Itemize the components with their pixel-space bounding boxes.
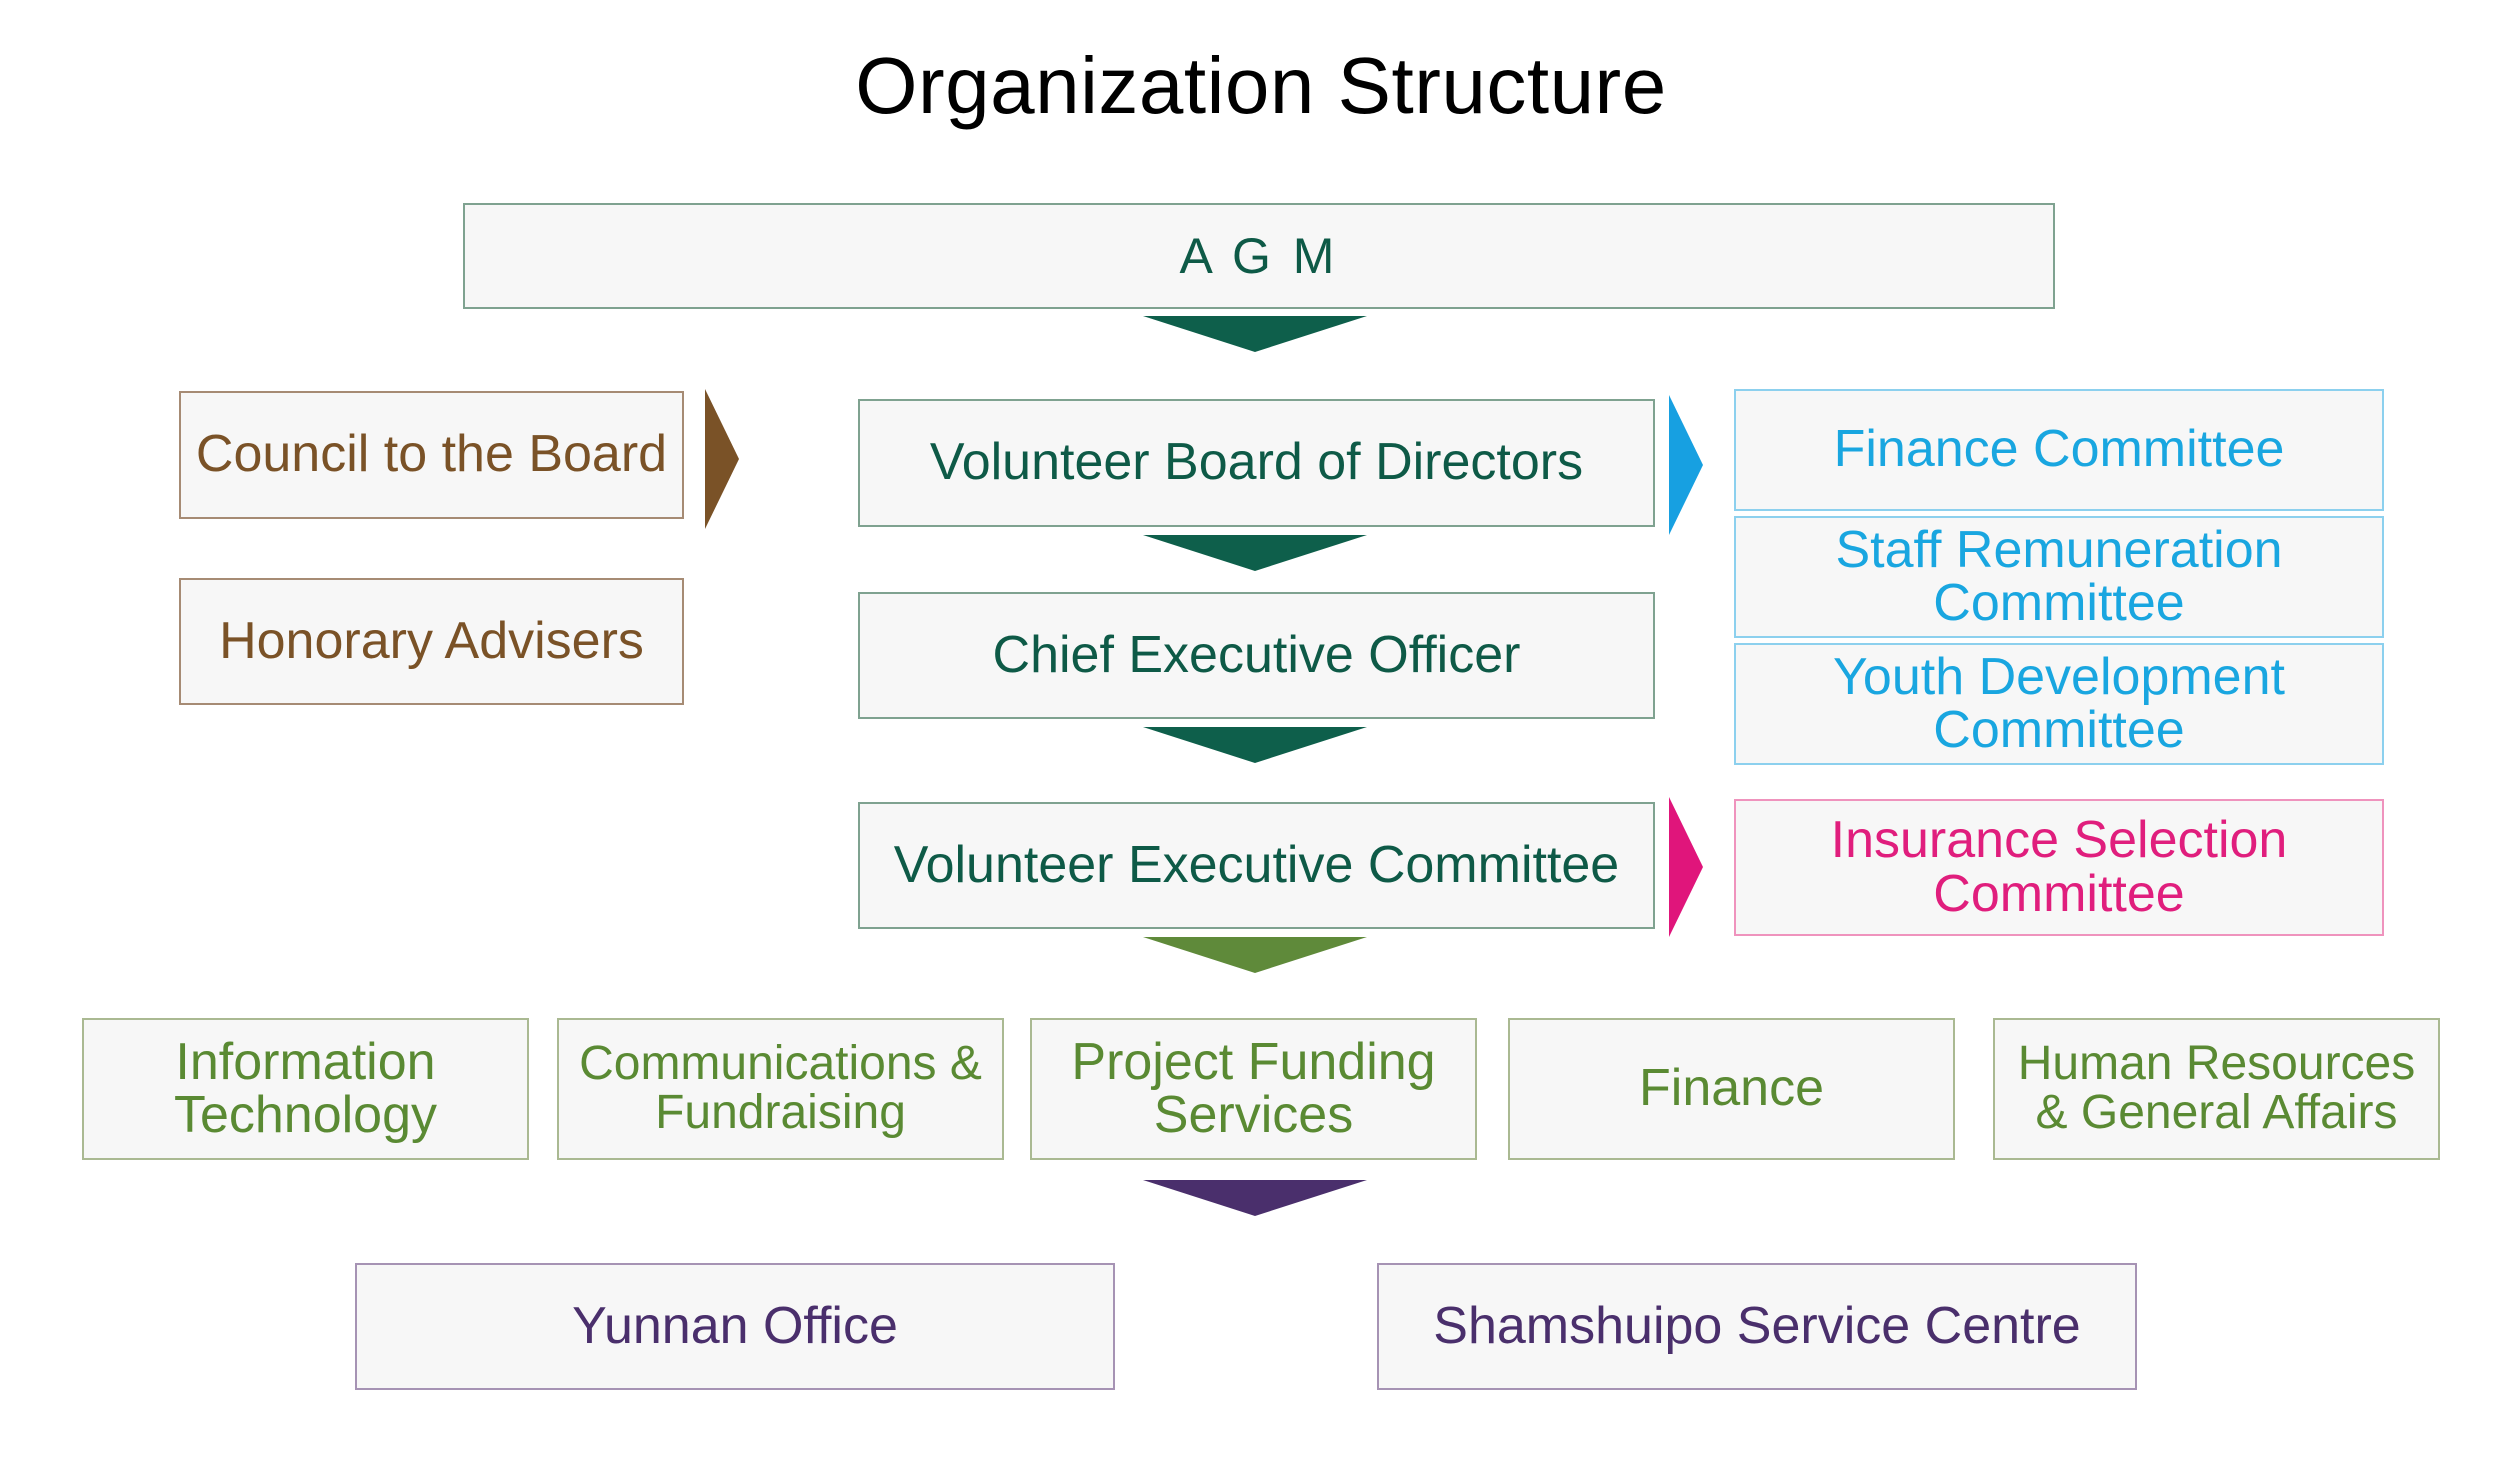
yunnan-office-label: Yunnan Office bbox=[572, 1296, 898, 1355]
arrow-down-icon bbox=[1143, 727, 1367, 763]
board-of-directors-box: Volunteer Board of Directors bbox=[858, 399, 1655, 527]
council-to-board-box: Council to the Board bbox=[179, 391, 684, 519]
information-technology-box: Information Technology bbox=[82, 1018, 529, 1160]
project-funding-line1: Project Funding bbox=[1071, 1032, 1436, 1091]
honorary-advisers-box: Honorary Advisers bbox=[179, 578, 684, 705]
project-funding-box: Project Funding Services bbox=[1030, 1018, 1477, 1160]
staff-remuneration-box: Staff Remuneration Committee bbox=[1734, 516, 2384, 638]
communications-line2: Fundraising bbox=[655, 1086, 906, 1139]
shamshuipo-box: Shamshuipo Service Centre bbox=[1377, 1263, 2137, 1390]
shamshuipo-label: Shamshuipo Service Centre bbox=[1433, 1296, 2081, 1355]
insurance-selection-line1: Insurance Selection bbox=[1830, 811, 2288, 870]
staff-remuneration-line1: Staff Remuneration bbox=[1835, 520, 2283, 579]
finance-committee-label: Finance Committee bbox=[1833, 420, 2285, 479]
finance-box: Finance bbox=[1508, 1018, 1955, 1160]
yunnan-office-box: Yunnan Office bbox=[355, 1263, 1115, 1390]
agm-box: A G M bbox=[463, 203, 2055, 309]
executive-committee-box: Volunteer Executive Committee bbox=[858, 802, 1655, 929]
ceo-label: Chief Executive Officer bbox=[992, 625, 1521, 684]
arrow-right-icon bbox=[1669, 797, 1703, 937]
board-of-directors-label: Volunteer Board of Directors bbox=[929, 433, 1584, 492]
staff-remuneration-line2: Committee bbox=[1933, 574, 2185, 632]
human-resources-box: Human Resources & General Affairs bbox=[1993, 1018, 2440, 1160]
page-title: Organization Structure bbox=[855, 41, 1667, 130]
arrow-down-icon bbox=[1143, 535, 1367, 571]
arrow-down-icon bbox=[1143, 316, 1367, 352]
insurance-selection-line2: Committee bbox=[1933, 864, 2185, 923]
ceo-box: Chief Executive Officer bbox=[858, 592, 1655, 719]
arrow-right-icon bbox=[705, 389, 739, 529]
communications-box: Communications & Fundraising bbox=[557, 1018, 1004, 1160]
agm-label: A G M bbox=[1179, 227, 1339, 284]
youth-development-line2: Committee bbox=[1933, 701, 2185, 759]
information-technology-line2: Technology bbox=[173, 1086, 438, 1144]
information-technology-line1: Information bbox=[175, 1032, 436, 1091]
arrow-down-icon bbox=[1143, 937, 1367, 973]
insurance-selection-box: Insurance Selection Committee bbox=[1734, 799, 2384, 936]
finance-committee-box: Finance Committee bbox=[1734, 389, 2384, 511]
council-to-board-label: Council to the Board bbox=[195, 425, 668, 484]
finance-label: Finance bbox=[1639, 1059, 1824, 1118]
executive-committee-label: Volunteer Executive Committee bbox=[893, 835, 1620, 894]
youth-development-line1: Youth Development bbox=[1833, 647, 2285, 706]
human-resources-line1: Human Resources bbox=[2017, 1037, 2416, 1091]
communications-line1: Communications & bbox=[579, 1037, 982, 1091]
honorary-advisers-label: Honorary Advisers bbox=[219, 611, 644, 670]
arrow-right-icon bbox=[1669, 395, 1703, 535]
youth-development-box: Youth Development Committee bbox=[1734, 643, 2384, 765]
human-resources-line2: & General Affairs bbox=[2035, 1086, 2398, 1139]
project-funding-line2: Services bbox=[1153, 1086, 1354, 1144]
arrow-down-icon bbox=[1143, 1180, 1367, 1216]
